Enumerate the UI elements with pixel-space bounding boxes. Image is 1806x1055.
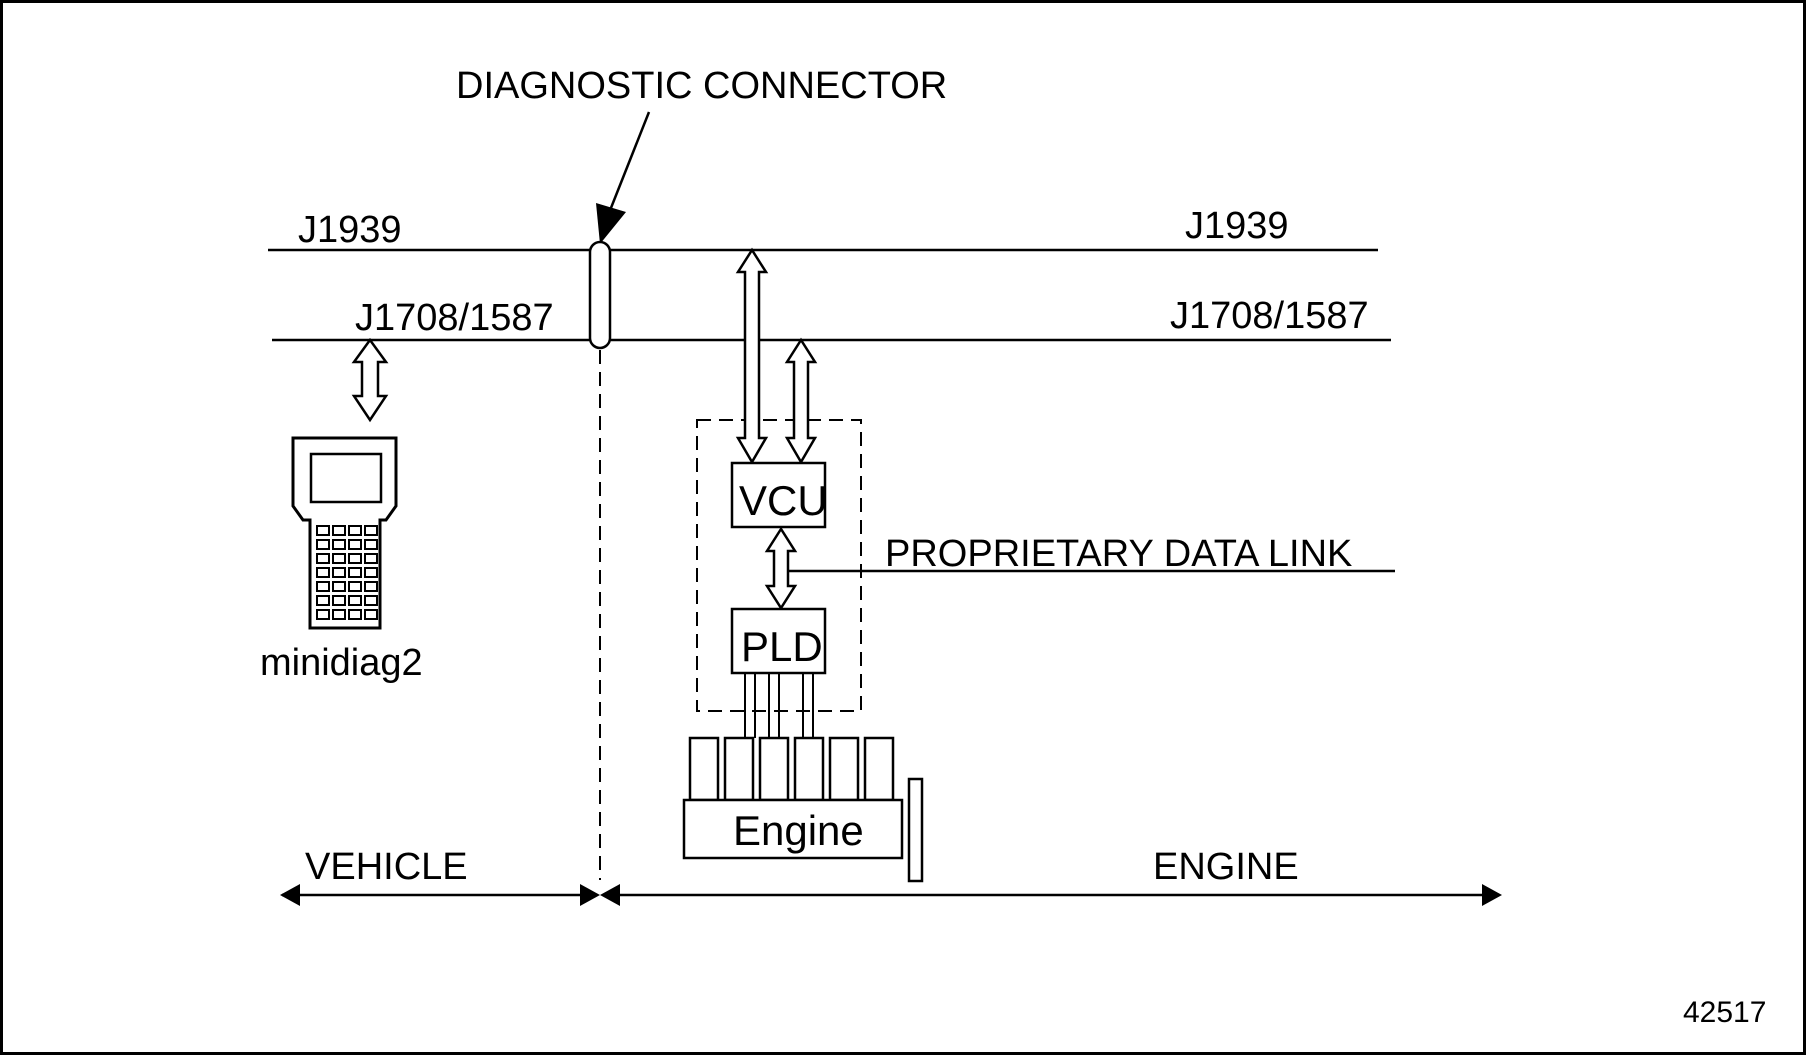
pld-injector-wires (744, 673, 814, 738)
vehicle-zone-arrowhead-left (280, 884, 300, 906)
j1708-vcu-double-arrow (784, 337, 818, 465)
pld-label: PLD (741, 623, 823, 670)
flywheel (907, 777, 924, 883)
diagnostic-connector (588, 240, 612, 350)
diagnostic-connector-label: DIAGNOSTIC CONNECTOR (456, 65, 947, 107)
engine-zone-label: ENGINE (1153, 846, 1299, 888)
engine-block (682, 798, 904, 860)
vcu-box (730, 461, 827, 529)
engine-cylinders (688, 736, 895, 802)
minidiag-screen (309, 452, 383, 504)
j1939-vcu-double-arrow (735, 247, 769, 465)
diagnostic-connector-arrowhead (596, 203, 626, 244)
engine-block-label: Engine (733, 807, 864, 854)
engine-zone-arrowhead-left (600, 884, 620, 906)
vcu-label: VCU (739, 477, 828, 524)
vehicle-zone-label: VEHICLE (305, 846, 468, 888)
minidiag2-label: minidiag2 (260, 642, 423, 684)
j1708-label-right: J1708/1587 (1170, 295, 1369, 337)
vcu-pld-double-arrow (764, 526, 798, 611)
diagnostic-connector-pointer (605, 111, 651, 219)
minidiag-link-double-arrow (351, 337, 389, 423)
engine-zone-arrowhead-right (1482, 884, 1502, 906)
minidiag2-device (291, 436, 398, 630)
figure-number: 42517 (1683, 996, 1766, 1029)
proprietary-data-link-label: PROPRIETARY DATA LINK (885, 533, 1352, 575)
j1939-label-right: J1939 (1185, 205, 1289, 247)
minidiag-keypad (316, 525, 378, 620)
j1708-label-left: J1708/1587 (355, 297, 554, 339)
vehicle-zone-arrowhead-right (580, 884, 600, 906)
j1939-label-left: J1939 (298, 209, 402, 251)
